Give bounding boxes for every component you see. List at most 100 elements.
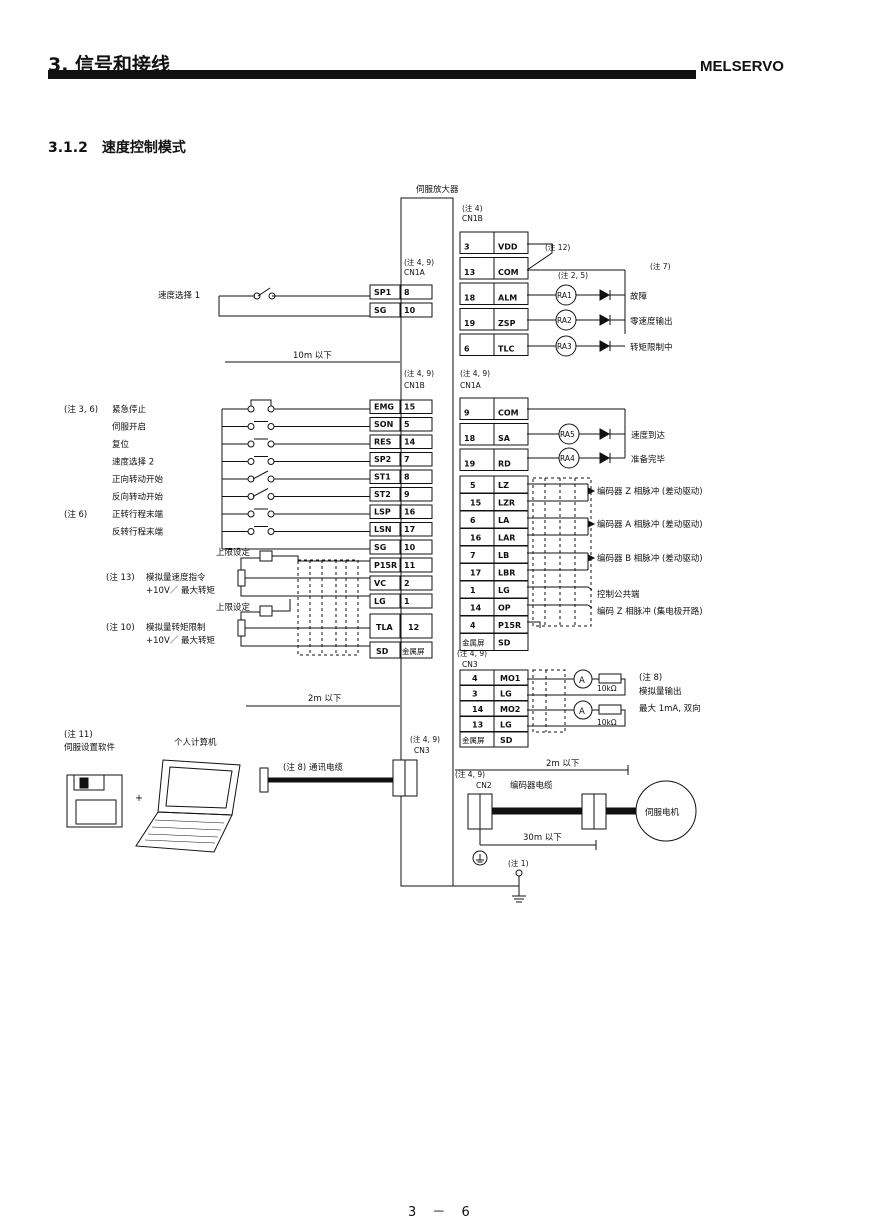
pin-pin: 8 [404, 288, 410, 297]
page-number: 3 － 6 [408, 1205, 476, 1220]
encoder-output-label: 编码器 B 相脉冲 (差动驱动) [597, 553, 703, 564]
relay-label: RA4 [560, 454, 575, 463]
switch-contact [247, 423, 255, 430]
pin-signal: LZ [498, 481, 509, 490]
pin-sig: ST1 [374, 473, 391, 482]
input-label: 速度选择 2 [112, 457, 154, 468]
torque-pot [237, 619, 246, 637]
cn3-mid-note: (注 4, 9) [410, 734, 440, 744]
pin-sig: COM [498, 409, 519, 418]
encoder-cable [491, 807, 583, 815]
pin-signal: LBR [498, 569, 515, 578]
speed-select1-label: 速度选择 1 [158, 290, 200, 301]
pin-sig: SP1 [374, 288, 392, 297]
pin-signal: LAR [498, 534, 515, 543]
torque-analog-wiring [240, 599, 370, 647]
switch-contact [247, 405, 255, 413]
pin-pin: 11 [404, 561, 416, 570]
cn3-note: (注 4, 9) [457, 648, 487, 658]
cn1a-upper-block: SP1 8SG 10 [369, 284, 433, 318]
pin-number: 17 [470, 569, 481, 578]
pin-cell [399, 487, 433, 502]
pin-sig: RD [498, 460, 511, 469]
pin-pin: 10 [404, 306, 416, 315]
pin-signal: OP [498, 604, 511, 613]
note11: (注 11) [64, 729, 93, 740]
earth-ground-icon [401, 873, 526, 903]
res2-label: 10kΩ [597, 718, 617, 727]
pin-pin: 19 [464, 319, 476, 328]
pin-pin: 7 [404, 455, 410, 464]
switch-contact [267, 458, 275, 465]
pc-label: 个人计算机 [174, 737, 217, 748]
switch-arm [252, 488, 269, 497]
switch-contact [247, 510, 255, 518]
analog-speed-range: +10V／ 最大转矩 [146, 585, 215, 596]
input-label: 反向转动开始 [112, 492, 164, 503]
cn1b-top-label: CN1B [462, 214, 483, 223]
note7: (注 7) [650, 261, 671, 271]
ground-icon-mark [476, 854, 484, 863]
pin-sig: VDD [498, 243, 518, 252]
encoder-output-label: 编码器 Z 相脉冲 (差动驱动) [597, 486, 703, 497]
pin-sig: VC [374, 579, 386, 588]
cn1a-left-note: (注 4, 9) [404, 257, 434, 267]
analog-output: 模拟量输出 [639, 686, 682, 697]
torque-trim-pot [259, 605, 273, 617]
pin-signal: SD [498, 639, 511, 648]
pin-signal: LG [498, 586, 510, 595]
pin-cell [399, 522, 433, 537]
sp1-contact [268, 292, 276, 300]
pin-sig: COM [498, 268, 519, 277]
pin-pin: 6 [464, 345, 470, 354]
note1: (注 1) [508, 858, 529, 868]
pin-cell [399, 399, 433, 414]
relay-output-label: 速度到达 [631, 430, 666, 441]
pin-number: 金属屏 [462, 638, 485, 648]
sp1-contact [253, 292, 261, 300]
pin-sig: SG [374, 306, 386, 315]
pin-pin: 13 [464, 268, 475, 277]
res1 [598, 673, 622, 684]
switch-contact [247, 440, 255, 448]
plus-sign: + [135, 793, 143, 804]
pin-cell [493, 633, 529, 651]
relay-label: RA3 [557, 342, 572, 351]
pin-signal: LA [498, 516, 510, 525]
pin-pin: 18 [464, 434, 476, 443]
pin-pin: 金属屏 [402, 646, 425, 656]
pin-cell [399, 417, 433, 432]
pin-cell [459, 475, 495, 494]
pin-sig: RES [374, 438, 392, 447]
sp1-wiring [218, 287, 370, 317]
pin-sig: LSN [374, 525, 392, 534]
pin-sig: ALM [498, 294, 517, 303]
pin-pin: 5 [404, 420, 410, 429]
pin-number: 4 [472, 674, 478, 683]
cn3-label: CN3 [462, 660, 478, 669]
analog-torque-label: 模拟量转矩限制 [146, 622, 206, 633]
servo-motor [635, 780, 697, 842]
dist-30m: 30m 以下 [523, 833, 562, 843]
pin-sig: SP2 [374, 455, 391, 464]
ground-terminal [515, 869, 523, 877]
pin-pin: 10 [404, 543, 416, 552]
dist-2m-right: 2m 以下 [546, 759, 580, 769]
input-label: 紧急停止 [112, 404, 147, 415]
p15r-wire [527, 621, 541, 628]
pin-pin: 3 [464, 243, 470, 252]
pin-number: 14 [470, 604, 482, 613]
pin-sig: LSP [374, 508, 391, 517]
pin-sig: SA [498, 434, 511, 443]
analog-speed-note: (注 13) [106, 572, 135, 583]
pin-cell [459, 580, 495, 599]
header-rule [48, 70, 696, 79]
pin-signal: LZR [498, 499, 515, 508]
speed-trim-pot [259, 550, 273, 562]
pin-cell [399, 575, 433, 591]
encoder-cable-label: 编码器电缆 [510, 780, 553, 791]
cn1b-lower-note: (注 4, 9) [404, 368, 434, 378]
